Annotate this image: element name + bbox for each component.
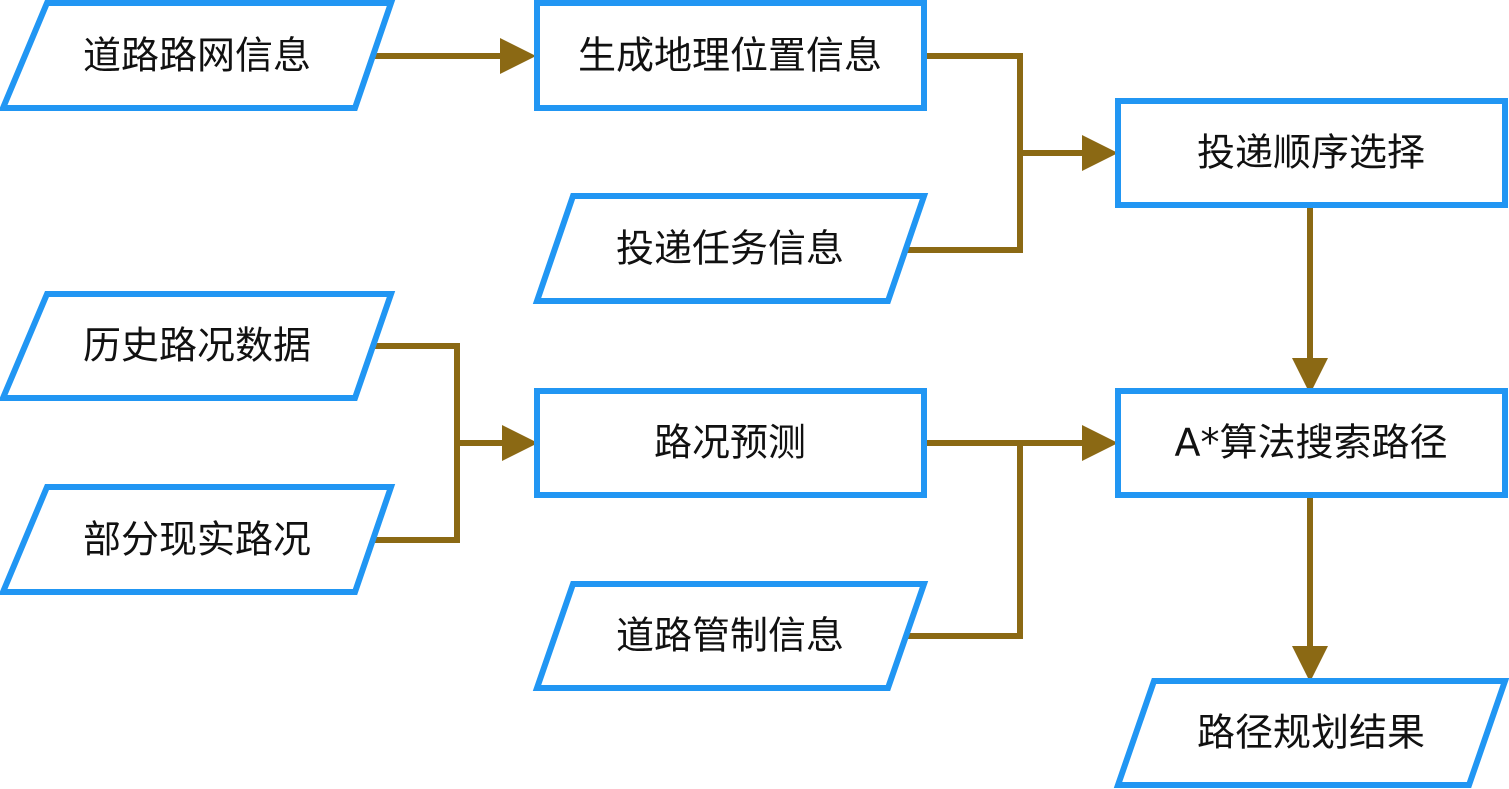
node-label: 道路路网信息: [83, 34, 311, 78]
node-traffic-predict: 路况预测: [534, 388, 927, 498]
node-partial-traffic: 部分现实路况: [0, 484, 396, 595]
node-label: 投递任务信息: [616, 227, 844, 271]
rectangle-shape: [1115, 388, 1508, 498]
arrowhead-astar-left: [1082, 425, 1118, 461]
node-label: A*算法搜索路径: [1175, 421, 1448, 465]
arrowhead-route-result: [1292, 646, 1328, 682]
node-delivery-task: 投递任务信息: [532, 193, 929, 304]
node-label: 路况预测: [654, 421, 806, 465]
node-road-network: 道路路网信息: [0, 0, 396, 111]
parallelogram-shape: [0, 291, 396, 401]
parallelogram-shape: [0, 0, 396, 111]
node-geo-info: 生成地理位置信息: [534, 0, 927, 111]
edge-history-traffic-to-predict: [375, 343, 508, 446]
node-astar-search: A*算法搜索路径: [1115, 388, 1508, 498]
arrowhead-delivery-order: [1082, 135, 1118, 171]
node-road-control: 道路管制信息: [532, 581, 929, 691]
edge-road-control-to-astar: [907, 443, 1023, 639]
arrowhead-geo-info: [500, 38, 536, 74]
arrowhead-astar-top: [1292, 358, 1328, 394]
node-label: 投递顺序选择: [1197, 131, 1425, 175]
node-label: 生成地理位置信息: [578, 34, 882, 78]
parallelogram-shape: [0, 484, 396, 595]
edge-delivery-task-to-delivery-order: [907, 153, 1023, 253]
rectangle-shape: [534, 0, 927, 111]
node-label: 路径规划结果: [1197, 711, 1425, 755]
node-label: 历史路况数据: [83, 324, 311, 368]
node-delivery-order: 投递顺序选择: [1115, 98, 1508, 208]
rectangle-shape: [534, 388, 927, 498]
arrowhead-traffic-predict: [502, 425, 538, 461]
node-route-result: 路径规划结果: [1113, 678, 1509, 788]
parallelogram-shape: [1113, 678, 1509, 788]
rectangle-shape: [1115, 98, 1508, 208]
node-label: 部分现实路况: [83, 518, 311, 562]
parallelogram-shape: [532, 193, 929, 304]
edge-geo-info-to-delivery-order: [927, 53, 1088, 156]
parallelogram-shape: [532, 581, 929, 691]
node-history-traffic: 历史路况数据: [0, 291, 396, 401]
node-label: 道路管制信息: [616, 614, 844, 658]
connectors: [375, 38, 1328, 682]
edge-partial-traffic-to-predict: [375, 443, 460, 543]
